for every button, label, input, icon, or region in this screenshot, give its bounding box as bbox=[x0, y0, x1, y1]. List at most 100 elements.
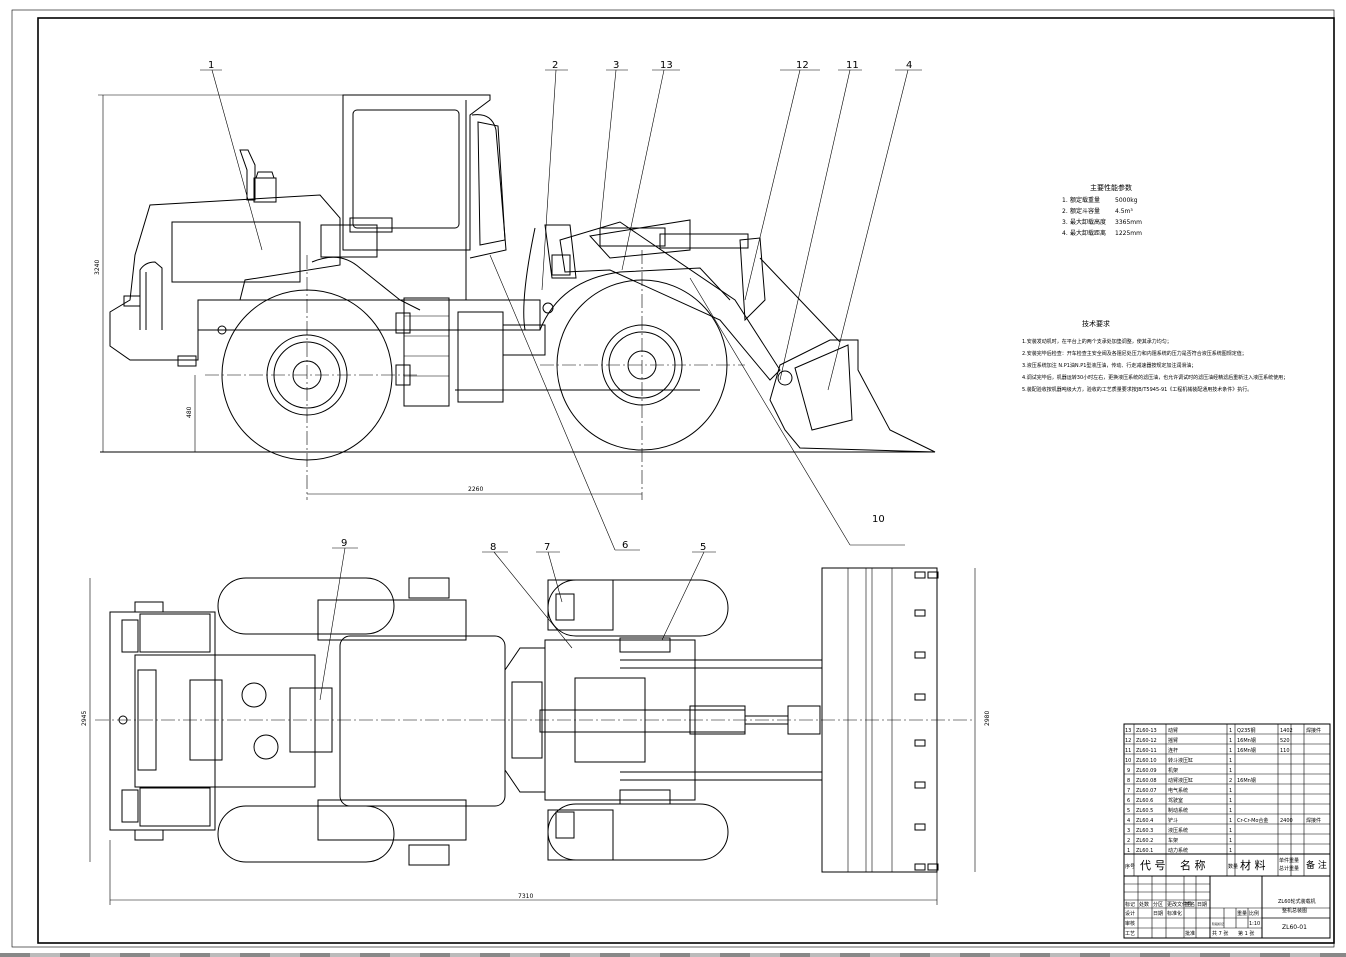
tech-req-1: 1.安装发动机时，在平台上的两个支承处加垫调整，使其承力均匀； bbox=[1022, 338, 1172, 345]
bom-code: ZL60.2 bbox=[1136, 838, 1153, 844]
tech-req-3: 3.液压系统加注 N.P1油N.P1型液压油，传动、行走减速器按规定加注润滑油； bbox=[1022, 362, 1196, 369]
bom-seq: 13 bbox=[1125, 728, 1131, 734]
balloons: 1 2 3 13 12 11 4 10 9 8 7 6 5 bbox=[208, 60, 912, 553]
bom-code: ZL60-12 bbox=[1136, 738, 1157, 744]
bom-seq: 11 bbox=[1125, 748, 1131, 754]
bucket-teeth bbox=[914, 571, 939, 871]
side-view: 3240 480 2260 bbox=[94, 94, 936, 500]
bom-name: 机架 bbox=[1168, 767, 1178, 774]
bom-row-3: 3 ZL60.3 液压系统 1 bbox=[1127, 827, 1232, 834]
tb-label-sign: 签名 bbox=[1185, 901, 1195, 908]
tb-drawing-name-1: ZL60轮式装载机 bbox=[1278, 898, 1316, 905]
tb-stage: 阶段标记 bbox=[1212, 921, 1224, 926]
bom-seq: 8 bbox=[1127, 778, 1130, 784]
param-value-3: 3365mm bbox=[1115, 219, 1142, 226]
param-name-1: 额定载重量 bbox=[1070, 196, 1100, 204]
bom-code: ZL60.5 bbox=[1136, 808, 1153, 814]
bom-note: 焊接件 bbox=[1306, 727, 1321, 734]
bom-qty: 1 bbox=[1229, 818, 1232, 824]
inner-border bbox=[37, 17, 1335, 944]
bom-note: 焊接件 bbox=[1306, 817, 1321, 824]
bom-name: 动臂 bbox=[1168, 727, 1178, 734]
bom-qty: 1 bbox=[1229, 728, 1232, 734]
bom-code: ZL60.1 bbox=[1136, 848, 1153, 854]
bom-seq: 10 bbox=[1125, 758, 1131, 764]
param-value-4: 1225mm bbox=[1115, 230, 1142, 237]
balloon-4: 4 bbox=[906, 60, 912, 71]
param-value-1: 5000kg bbox=[1115, 197, 1138, 204]
balloon-2: 2 bbox=[552, 60, 558, 71]
bom-seq: 6 bbox=[1127, 798, 1130, 804]
bom-qty: 1 bbox=[1229, 848, 1232, 854]
bom-code: ZL60.09 bbox=[1136, 768, 1157, 774]
dim-ground-clearance: 480 bbox=[186, 406, 193, 418]
bom-name: 制动系统 bbox=[1168, 807, 1188, 814]
bom-qty: 1 bbox=[1229, 798, 1232, 804]
tb-label-design-date: 日期 bbox=[1153, 911, 1163, 917]
bom-row-12: 12 ZL60-12 摇臂 1 16Mn钢 520 bbox=[1125, 737, 1290, 744]
balloon-11: 11 bbox=[846, 60, 859, 71]
tb-weight-label: 重量 bbox=[1237, 910, 1247, 917]
bom-code: ZL60.08 bbox=[1136, 778, 1157, 784]
bom-weight: 1402 bbox=[1280, 728, 1293, 734]
tb-label-count: 处数 bbox=[1139, 901, 1149, 908]
bom-row-2: 2 ZL60.2 车架 1 bbox=[1127, 837, 1232, 844]
bom-row-10: 10 ZL60.10 转斗液压缸 1 bbox=[1125, 757, 1232, 764]
dim-overall-height: 3240 bbox=[94, 260, 101, 275]
param-no-2: 2. bbox=[1062, 208, 1068, 215]
bom-header-qty: 数量 bbox=[1228, 863, 1238, 870]
tech-req-4: 4.调试完毕后，机器运转30小时左右，更换液压系统的滤压油，也允许调试时的滤压油… bbox=[1022, 374, 1288, 381]
bom-row-11: 11 ZL60-11 连杆 1 16Mn钢 110 bbox=[1125, 747, 1290, 754]
tb-label-design: 设计 bbox=[1125, 910, 1135, 917]
bom-header-name: 名 称 bbox=[1180, 858, 1206, 872]
bom-seq: 4 bbox=[1127, 818, 1130, 824]
bom-qty: 1 bbox=[1229, 758, 1232, 764]
bom-name: 动臂液压缸 bbox=[1168, 777, 1193, 784]
bom-header-seq: 序号 bbox=[1125, 863, 1135, 870]
bom-qty: 1 bbox=[1229, 748, 1232, 754]
bom-code: ZL60-13 bbox=[1136, 728, 1157, 734]
bom-row-9: 9 ZL60.09 机架 1 bbox=[1127, 767, 1232, 774]
title-block: 标记 处数 分区 更改文件号 签名 日期 设计 日期 标准化 审核 批准 工艺 … bbox=[1123, 875, 1331, 939]
tb-label-date: 日期 bbox=[1197, 902, 1207, 908]
bom-row-8: 8 ZL60.08 动臂液压缸 2 16Mn钢 bbox=[1127, 777, 1256, 784]
bom-seq: 2 bbox=[1127, 838, 1130, 844]
bom-material: 16Mn钢 bbox=[1237, 777, 1256, 784]
bom-weight: 2400 bbox=[1280, 818, 1293, 824]
bom-header-note: 备 注 bbox=[1306, 859, 1327, 871]
balloon-7: 7 bbox=[544, 542, 550, 553]
bom-code: ZL60.4 bbox=[1136, 818, 1153, 824]
bom-code: ZL60.3 bbox=[1136, 828, 1153, 834]
bom-code: ZL60.6 bbox=[1136, 798, 1153, 804]
tech-req-5: 5.装配验收按机器吨级大方，验收的工艺质量要求按JB/T5945-91《工程机械… bbox=[1022, 386, 1252, 393]
tb-label-change-doc: 更改文件号 bbox=[1167, 901, 1192, 908]
bom-row-7: 7 ZL60.07 电气系统 1 bbox=[1127, 787, 1232, 794]
tb-label-standard: 标准化 bbox=[1167, 910, 1182, 917]
tb-sheet-no: 第 1 张 bbox=[1238, 930, 1254, 937]
bom-name: 转斗液压缸 bbox=[1168, 757, 1193, 764]
bom-qty: 1 bbox=[1229, 838, 1232, 844]
balloon-10: 10 bbox=[872, 514, 885, 525]
bom-weight: 110 bbox=[1280, 748, 1290, 754]
bom-row-13: 13 ZL60-13 动臂 1 Q235钢 1402 焊接件 bbox=[1125, 727, 1321, 734]
bom-material: Cr-Cr-Mo合金 bbox=[1237, 817, 1268, 824]
bom-qty: 2 bbox=[1229, 778, 1232, 784]
tech-req: 技术要求 1.安装发动机时，在平台上的两个支承处加垫调整，使其承力均匀； 2.安… bbox=[1022, 319, 1288, 393]
bom-code: ZL60.07 bbox=[1136, 788, 1157, 794]
tb-drawing-no: ZL60-01 bbox=[1282, 924, 1307, 931]
param-no-3: 3. bbox=[1062, 219, 1068, 226]
tech-req-2: 2.安装完毕后检查：开车检查主安全阀及各阻尼处压力和内阻系统的压力是否符合液压系… bbox=[1022, 350, 1247, 357]
bom-name: 车架 bbox=[1168, 837, 1178, 844]
bom-name: 摇臂 bbox=[1168, 737, 1178, 744]
balloon-5: 5 bbox=[700, 542, 706, 553]
bom-qty: 1 bbox=[1229, 738, 1232, 744]
bom-seq: 5 bbox=[1127, 808, 1130, 814]
bom-header-total-weight: 总计重量 bbox=[1279, 865, 1299, 872]
tb-label-mark: 标记 bbox=[1125, 901, 1135, 908]
balloon-12: 12 bbox=[796, 60, 809, 71]
tb-label-zone: 分区 bbox=[1153, 901, 1163, 908]
tb-drawing-name-2: 整机总装图 bbox=[1282, 907, 1307, 914]
param-name-2: 额定斗容量 bbox=[1070, 207, 1100, 215]
bom-name: 铲斗 bbox=[1168, 817, 1178, 824]
